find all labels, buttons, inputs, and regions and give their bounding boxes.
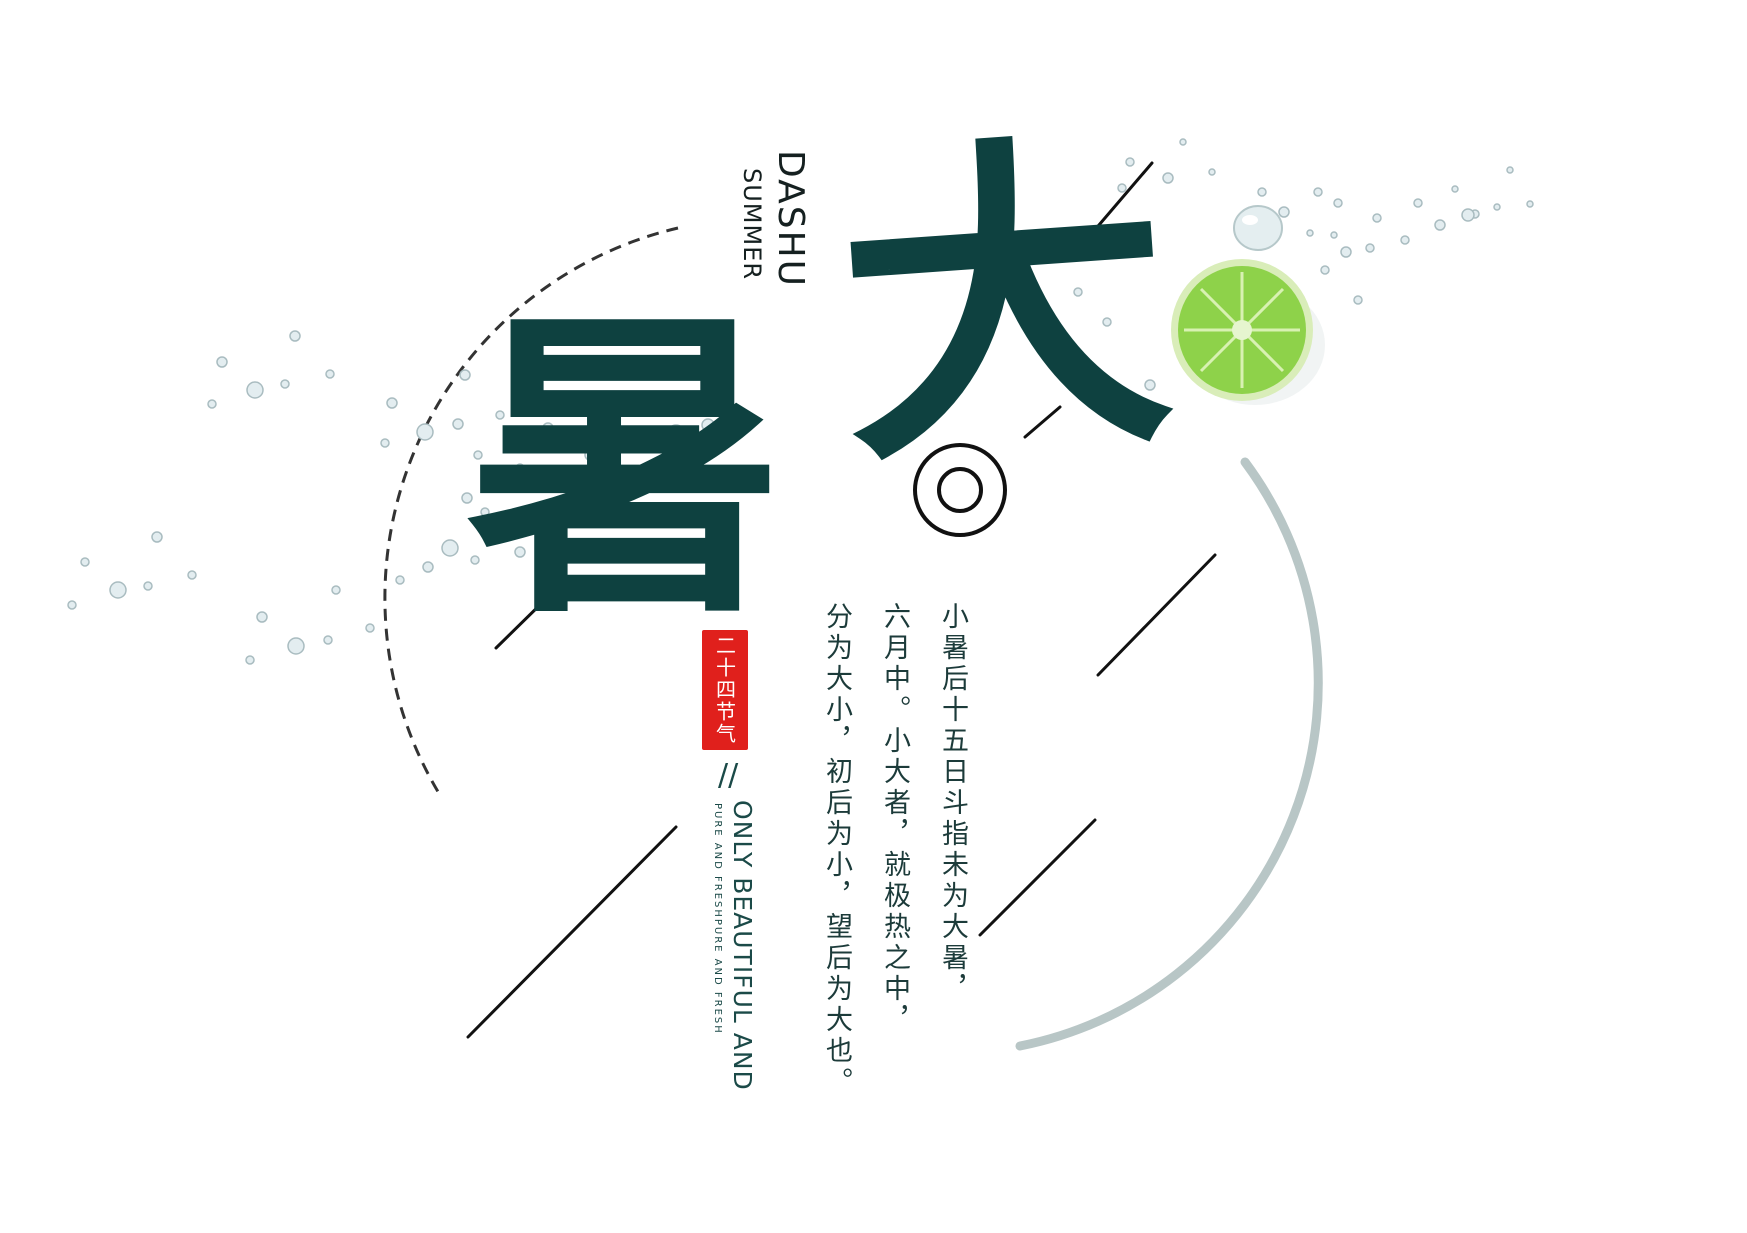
seal-text: 二十四节气 <box>712 635 737 745</box>
title-char-shu: 暑 <box>465 284 785 656</box>
poem-line: 小暑后十五日斗指未为大暑， <box>937 602 968 1005</box>
poem-line: 六月中。小大者，就极热之中， <box>879 602 910 1036</box>
english-subtitle-summer: SUMMER <box>738 168 766 281</box>
tagline-sub: PURE AND FRESHPURE AND FRESH <box>712 803 723 1035</box>
double-slash-icon: // <box>718 758 739 793</box>
diagonal-line <box>466 825 678 1039</box>
dashed-arc <box>383 226 679 796</box>
grey-arc <box>1015 457 1323 1051</box>
diagonal-line <box>494 593 552 650</box>
poem-line: 分为大小，初后为小，望后为大也。 <box>821 602 852 1098</box>
diagonal-line <box>1096 553 1217 677</box>
water-drop-icon <box>1233 205 1283 251</box>
lime-slice-icon <box>1171 259 1325 405</box>
title-char-da: 大 <box>827 101 1183 509</box>
diagonal-lines <box>466 161 1217 1039</box>
tagline-main: ONLY BEAUTIFUL AND <box>728 800 757 1091</box>
diagonal-line <box>978 818 1097 937</box>
water-droplets <box>67 138 1534 665</box>
english-title-dashu: DASHU <box>770 150 811 288</box>
ring-circle-icon <box>913 443 1007 537</box>
diagonal-line <box>1023 405 1062 439</box>
seal-stamp: 二十四节气 <box>702 630 748 750</box>
diagonal-line <box>1091 161 1154 234</box>
